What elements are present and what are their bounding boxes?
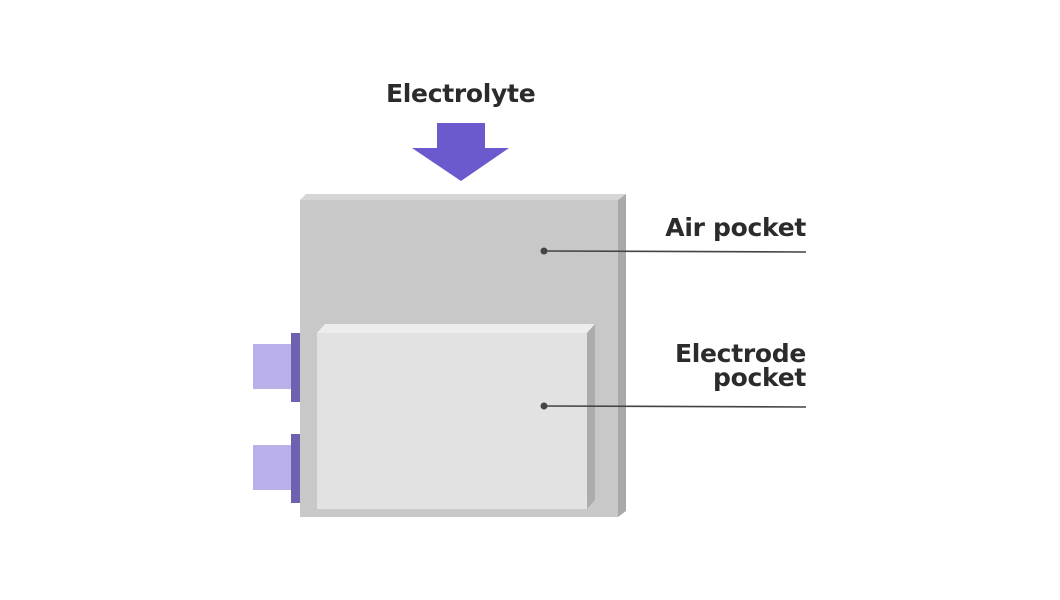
inner-pouch: [317, 324, 595, 509]
electrode-tab-upper: [253, 333, 300, 402]
inner-pouch-side-edge: [587, 324, 595, 509]
air-pocket-leader-line: [543, 250, 807, 253]
air-pocket-label: Air pocket: [665, 213, 806, 242]
electrode-pocket-label: Electrode pocket: [674, 339, 806, 392]
tab-lower-dark: [291, 434, 300, 503]
electrode-pocket-leader-line: [543, 405, 807, 408]
outer-pouch-side-edge: [618, 194, 626, 517]
outer-pouch-top-edge: [300, 194, 626, 200]
tab-upper-light: [253, 344, 291, 389]
electrode-pocket-label-line1: Electrode: [674, 339, 806, 368]
inner-pouch-face: [317, 333, 587, 509]
electrolyte-arrow: [412, 123, 509, 181]
electrolyte-label: Electrolyte: [386, 79, 536, 108]
tab-lower-light: [253, 445, 291, 490]
air-pocket-leader: [540, 247, 807, 255]
inner-pouch-top-edge: [317, 324, 595, 333]
electrode-pocket-label-line2: pocket: [713, 363, 806, 392]
electrode-tab-lower: [253, 434, 300, 503]
tab-upper-dark: [291, 333, 300, 402]
electrode-pocket-leader: [540, 402, 807, 410]
